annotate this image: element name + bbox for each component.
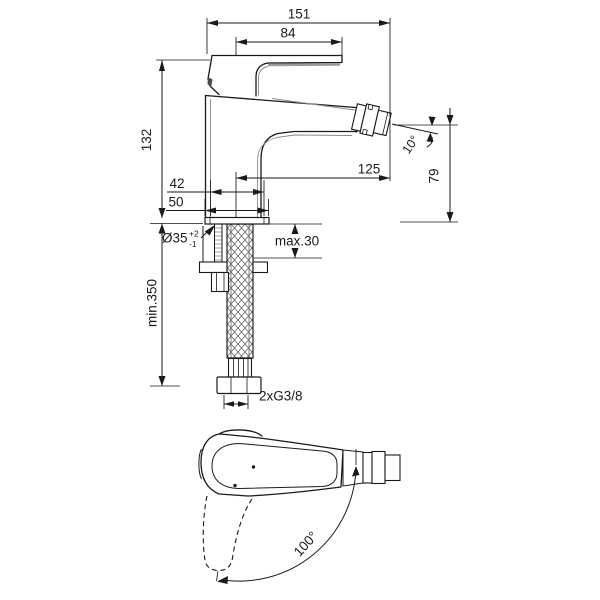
spout-underside [260,130,358,219]
top-view: 100° [198,429,401,584]
dim-hole-tol-minus: -1 [189,239,197,249]
dim-spout-height-label: 79 [427,168,442,183]
fixing-flange-left [198,261,228,274]
spout-top-edge [204,94,363,109]
dim-spout-reach-label: 125 [358,162,381,177]
hose-ferrule [227,357,253,378]
aerator-top [362,450,401,485]
dim-depth50-label: 50 [168,195,183,210]
handle-lever [211,54,343,64]
faucet-body-top [198,429,401,572]
dim-hole-diameter-label: Ø35 [162,231,188,246]
dim-depth42-label: 42 [169,176,184,191]
dim-min-hose-label: min.350 [145,279,160,327]
dim-handle-length-label: 84 [280,26,296,41]
aerator-side [350,103,392,137]
dim-max-deck-label: max.30 [275,234,319,249]
side-view: 151 84 132 min.350 125 [139,7,458,409]
flex-hose [216,223,262,395]
fixing-flange-right [252,261,269,274]
dim-hose-thread-label: 2xG3/8 [259,389,303,404]
dimensions-side: 151 84 132 min.350 125 [139,7,458,409]
handle-shadow [207,77,213,88]
hose-nut [216,376,262,395]
fixing-nut [210,271,230,293]
dim-spout-angle-label: 10° [400,133,422,157]
dim-body-height-label: 132 [139,129,154,152]
dim-total-length-label: 151 [288,7,311,22]
threaded-stud [214,223,223,269]
dim-swivel-angle-label: 100° [291,529,321,560]
handle-rotated-dashed [202,495,253,572]
dim-hole-tol-plus: +2 [189,229,199,239]
faucet-body-side [204,54,392,225]
base-plate [204,216,270,225]
detail-dot [233,483,237,488]
detail-dot [251,465,256,469]
mounting-hardware [198,223,269,293]
